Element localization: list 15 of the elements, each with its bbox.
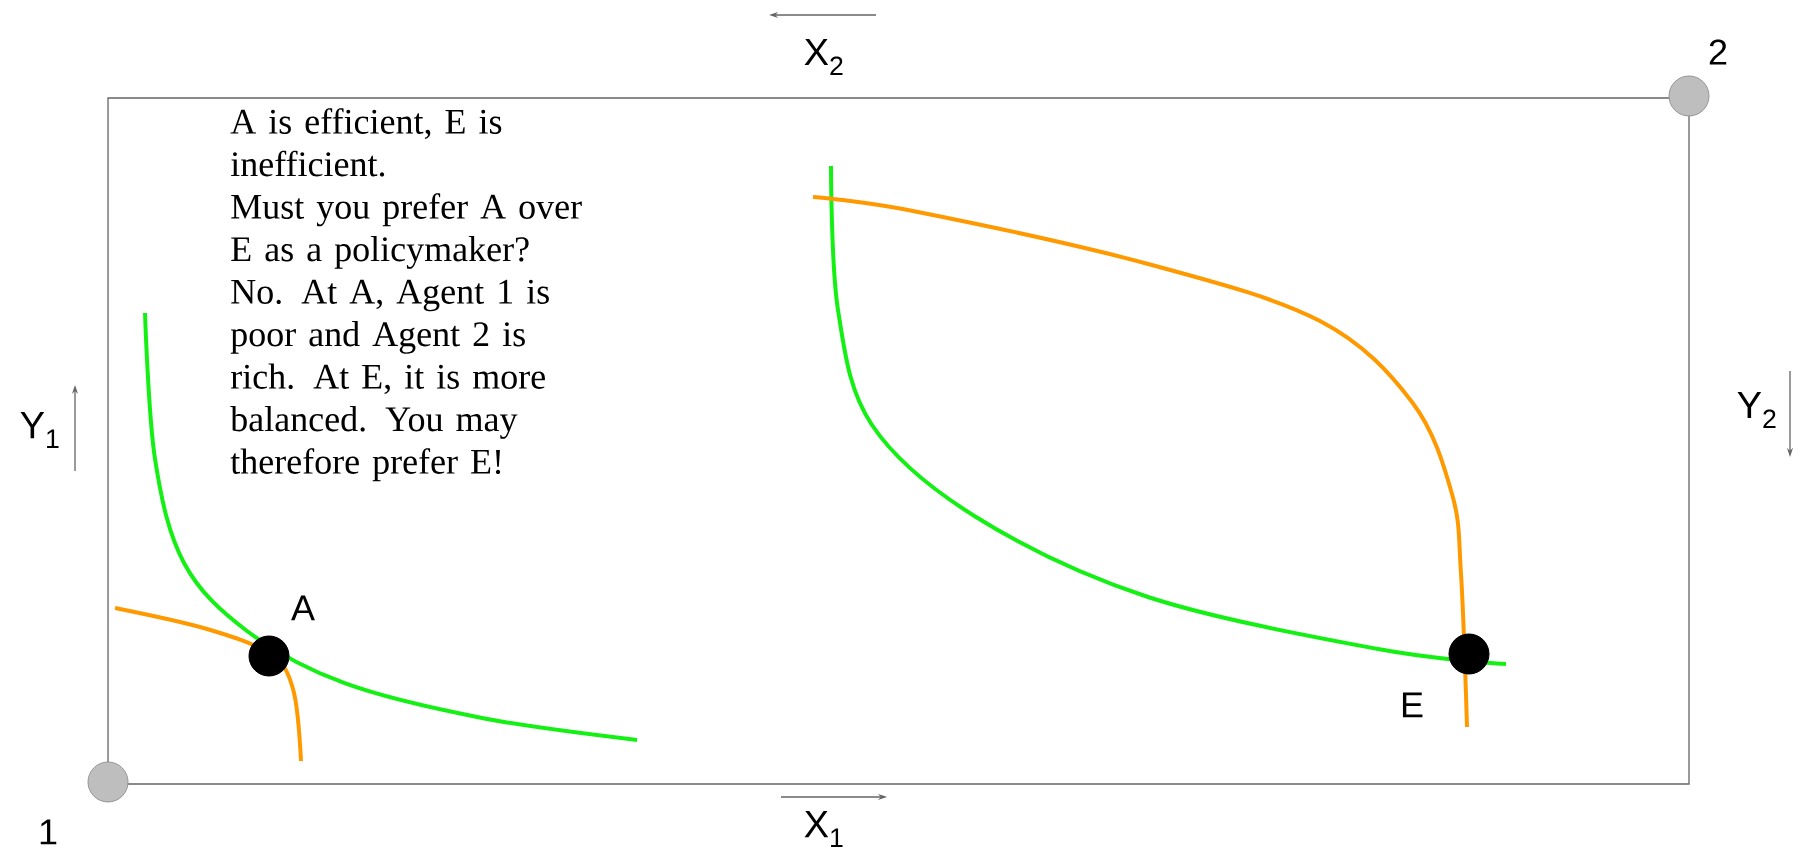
- axis-label: Y$_{1}$: [20, 412, 59, 448]
- origin-point: [1668, 75, 1710, 117]
- point-label: 1: [40, 819, 57, 845]
- axis-label: X$_{2}$: [804, 38, 843, 76]
- point-label: E: [1402, 692, 1423, 718]
- point-label: 2: [1709, 39, 1727, 65]
- point-label: A: [291, 595, 315, 621]
- note-text: A is efficient, E is inefficient.: [230, 108, 502, 177]
- axis-label: X$_{1}$: [804, 811, 843, 847]
- note-text: Must you prefer A over E as a policymaker?: [231, 193, 582, 269]
- note-text: No. At A, Agent 1 is poor and Agent 2 is rich. At E, it is more balanced. You may therefore prefer E!: [230, 279, 549, 482]
- axis-label: Y$_{2}$: [1737, 391, 1776, 429]
- allocation-point: [1448, 633, 1490, 675]
- allocation-point: [248, 635, 290, 677]
- origin-point: [87, 761, 129, 803]
